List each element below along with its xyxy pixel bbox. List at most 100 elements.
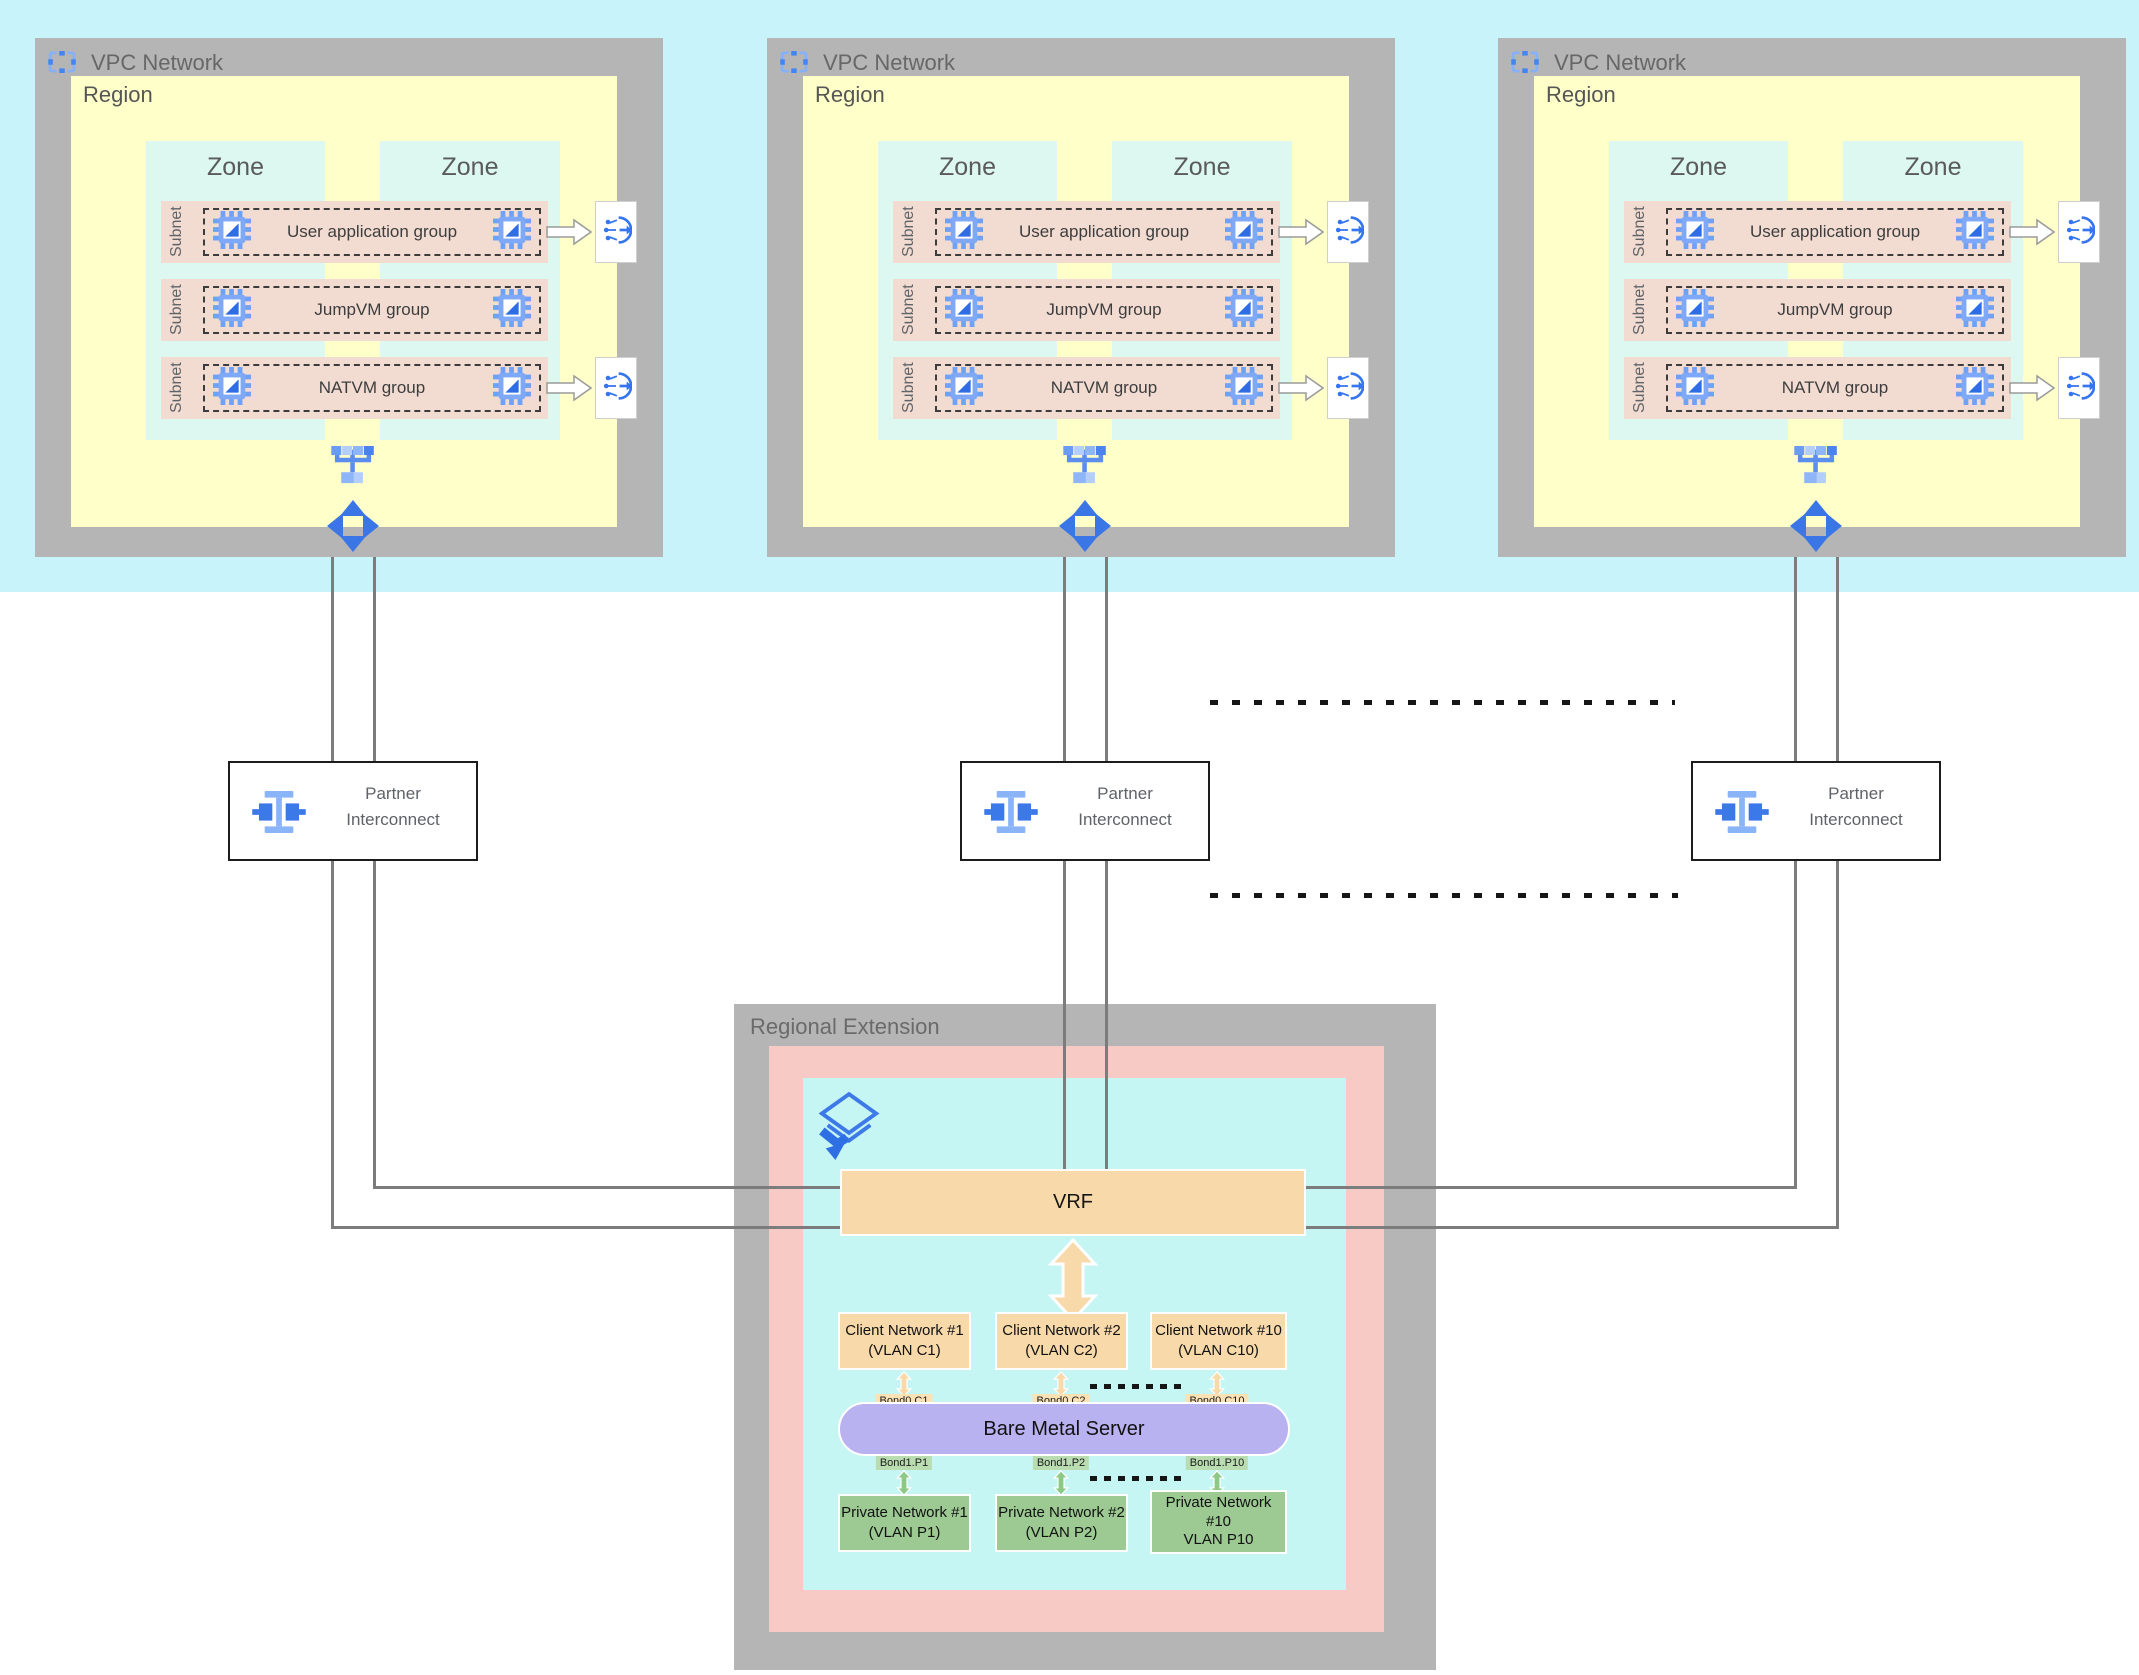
compute-chip-icon — [493, 210, 531, 254]
vpc-network-title: VPC Network — [1554, 50, 1687, 75]
instance-group-box: JumpVM group — [1666, 286, 2004, 334]
flow-arrow — [2009, 374, 2056, 407]
private-network-vlan: (VLAN P1) — [868, 1524, 941, 1541]
compute-chip-icon — [1225, 210, 1263, 254]
vpc-network-box: VPC Network Region Zone Zone Subnet User… — [767, 38, 1395, 557]
partner-interconnect-icon — [1715, 791, 1769, 838]
compute-chip-icon — [1956, 288, 1994, 332]
load-balancer-box — [1327, 357, 1369, 419]
connector-line — [331, 861, 334, 1229]
flow-arrow — [1278, 218, 1325, 251]
bond-label: Bond1.P1 — [875, 1456, 933, 1470]
private-network-vlan: (VLAN P2) — [1025, 1524, 1098, 1541]
partner-interconnect-label: Partner Interconnect — [1809, 784, 1903, 830]
client-network-name: Client Network #1 — [845, 1321, 964, 1339]
flow-arrow — [546, 218, 593, 251]
subnet-label: Subnet — [900, 284, 917, 336]
connector-line — [1794, 557, 1797, 761]
zone-label: Zone — [1904, 153, 1962, 181]
compute-chip-icon — [1676, 366, 1714, 410]
subnet-row-user-application: Subnet User application group — [893, 201, 1280, 263]
subnet-label: Subnet — [900, 362, 917, 414]
connector-line — [1306, 1186, 1797, 1189]
zone-label: Zone — [1670, 153, 1727, 181]
connector-line — [373, 557, 376, 761]
flow-arrow — [546, 374, 593, 407]
region-label: Region — [83, 82, 153, 107]
instance-group-box: JumpVM group — [935, 286, 1273, 334]
load-balancer-box — [1327, 201, 1369, 263]
load-balancer-icon — [600, 214, 633, 251]
group-label: NATVM group — [1781, 378, 1889, 397]
instance-group-box: NATVM group — [203, 364, 541, 412]
private-network-name: Private Network #2 — [998, 1503, 1125, 1521]
zone-label: Zone — [207, 153, 264, 181]
subnet-label: Subnet — [1631, 206, 1648, 258]
subnet-row-natvm: Subnet NATVM group — [161, 357, 548, 419]
subnet-label: Subnet — [1631, 362, 1648, 414]
connector-line — [1794, 861, 1797, 1189]
connector-line — [1063, 861, 1066, 1171]
group-label: NATVM group — [1050, 378, 1158, 397]
subnet-row-user-application: Subnet User application group — [161, 201, 548, 263]
load-balancer-box — [2058, 201, 2100, 263]
compute-chip-icon — [1676, 288, 1714, 332]
load-balancer-box — [2058, 357, 2100, 419]
region-label: Region — [1546, 82, 1616, 107]
ellipsis-dots — [1090, 1384, 1182, 1389]
regional-extension-title: Regional Extension — [750, 1014, 940, 1039]
vpc-network-icon — [1511, 51, 1539, 78]
zone-label: Zone — [1173, 153, 1231, 181]
load-balancer-icon — [1332, 370, 1365, 407]
subnet-row-jumpvm: Subnet JumpVM group — [161, 279, 548, 341]
connector-line — [1836, 861, 1839, 1229]
group-label: User application group — [1018, 222, 1190, 241]
network-switch-icon — [1063, 446, 1107, 489]
load-balancer-icon — [1332, 214, 1365, 251]
connector-line — [373, 861, 376, 1189]
connector-line — [1836, 557, 1839, 761]
compute-chip-icon — [213, 210, 251, 254]
instance-group-box: NATVM group — [1666, 364, 2004, 412]
ellipsis-dots — [1210, 700, 1675, 705]
client-network-name: Client Network #2 — [1002, 1321, 1121, 1339]
group-label: User application group — [1749, 222, 1921, 241]
partner-interconnect-box: Partner Interconnect — [228, 761, 478, 861]
bare-metal-server: Bare Metal Server — [838, 1402, 1290, 1456]
instance-group-box: User application group — [1666, 208, 2004, 256]
bond-label: Bond1.P10 — [1185, 1456, 1249, 1470]
network-switch-icon — [331, 446, 375, 489]
flow-arrow — [1278, 374, 1325, 407]
instance-group-box: NATVM group — [935, 364, 1273, 412]
subnet-row-natvm: Subnet NATVM group — [1624, 357, 2011, 419]
connector-line — [331, 1226, 840, 1229]
client-network-vlan: (VLAN C1) — [868, 1342, 941, 1359]
flow-arrow — [2009, 218, 2056, 251]
partner-interconnect-icon — [984, 791, 1038, 838]
private-network-name: Private Network #1 — [841, 1503, 968, 1521]
client-network-vlan: (VLAN C10) — [1178, 1342, 1259, 1359]
client-network-name: Client Network #10 — [1155, 1321, 1282, 1339]
group-label: NATVM group — [318, 378, 426, 397]
vpc-network-box: VPC Network Region Zone Zone Subnet User… — [35, 38, 663, 557]
subnet-row-jumpvm: Subnet JumpVM group — [893, 279, 1280, 341]
group-label: User application group — [286, 222, 458, 241]
private-network-box: Private Network #1 (VLAN P1) — [838, 1494, 971, 1552]
vpc-network-box: VPC Network Region Zone Zone Subnet User… — [1498, 38, 2126, 557]
subnet-label: Subnet — [1631, 284, 1648, 336]
region-box: Region Zone Zone Subnet User application… — [1534, 76, 2080, 527]
connector-line — [1063, 557, 1066, 761]
subnet-label: Subnet — [168, 206, 185, 258]
client-network-box: Client Network #1 (VLAN C1) — [838, 1312, 971, 1370]
compute-chip-icon — [493, 288, 531, 332]
group-label: JumpVM group — [1777, 300, 1893, 319]
partner-interconnect-box: Partner Interconnect — [1691, 761, 1941, 861]
region-box: Region Zone Zone Subnet User application… — [803, 76, 1349, 527]
traffic-arrows-icon — [1790, 500, 1842, 557]
compute-chip-icon — [945, 210, 983, 254]
partner-interconnect-box: Partner Interconnect — [960, 761, 1210, 861]
connector-line — [1105, 861, 1108, 1171]
load-balancer-box — [595, 357, 637, 419]
instance-group-box: User application group — [935, 208, 1273, 256]
region-label: Region — [815, 82, 885, 107]
